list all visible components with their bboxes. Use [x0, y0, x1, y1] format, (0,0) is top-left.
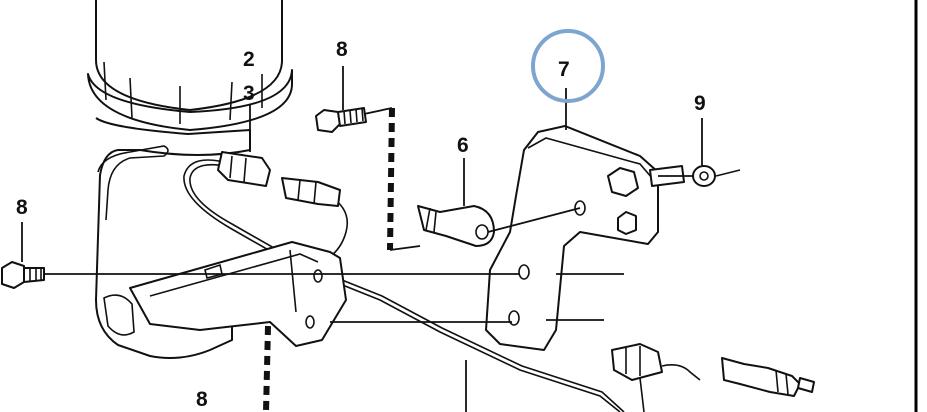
mount-line-hatched-bottom [263, 325, 271, 412]
bolt-part-8-left [1, 261, 45, 289]
leader-lines [21, 66, 703, 412]
sensor-part-6 [417, 205, 495, 247]
mount-line-hatched-center [387, 107, 395, 251]
callout-7-highlight-ring [531, 29, 605, 103]
callout-3: 3 [243, 82, 255, 105]
callout-8-bottom: 8 [196, 388, 208, 411]
washer-part-9 [692, 165, 741, 187]
callout-9: 9 [694, 92, 706, 115]
callout-8-left: 8 [16, 196, 28, 219]
canister-bracket [129, 241, 347, 347]
connector-lower-right [611, 343, 815, 412]
bolt-part-8-top [315, 107, 367, 133]
callout-2: 2 [243, 48, 255, 71]
connector-part-3 [217, 151, 341, 207]
callout-8-top: 8 [336, 38, 348, 61]
callout-6: 6 [457, 134, 469, 157]
callout-7: 7 [558, 58, 570, 81]
bracket-part-7 [485, 125, 685, 351]
